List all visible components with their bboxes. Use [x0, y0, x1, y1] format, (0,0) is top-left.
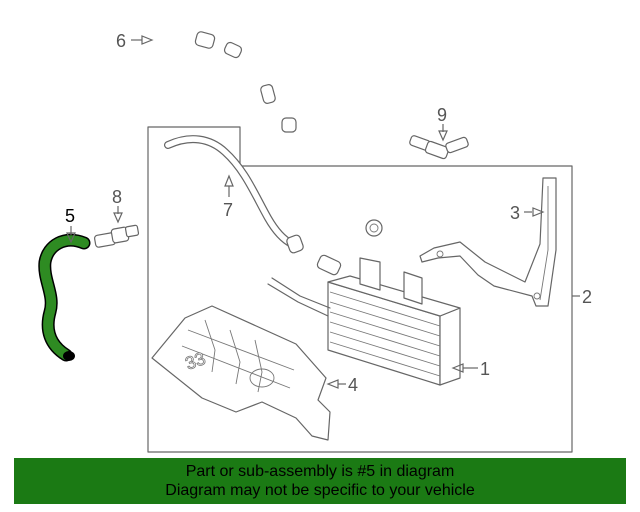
part-7-hose[interactable]	[164, 135, 304, 254]
callout-7[interactable]: 7	[223, 200, 233, 220]
part-4-shield[interactable]: 33	[151, 305, 331, 441]
assembly-frame	[147, 126, 573, 453]
part-1-oil-cooler[interactable]	[267, 254, 461, 386]
part-3-bracket[interactable]	[419, 177, 557, 307]
callout-3[interactable]: 3	[510, 203, 520, 223]
leader-lines	[66, 35, 580, 389]
parts-diagram: 33 1 2 3 4 5 6 7 8 9	[38, 30, 592, 453]
callout-9[interactable]: 9	[437, 105, 447, 125]
part-6-hose[interactable]	[151, 30, 402, 146]
nut-fastener[interactable]	[365, 219, 383, 237]
banner-line-1: Part or sub-assembly is #5 in diagram	[185, 463, 455, 480]
part-5-hose[interactable]	[38, 233, 91, 362]
part-9-fitting[interactable]	[409, 135, 469, 160]
callout-5[interactable]: 5	[65, 206, 75, 226]
callout-6[interactable]: 6	[116, 31, 126, 51]
callout-8[interactable]: 8	[112, 187, 122, 207]
banner-line-2: Diagram may not be specific to your vehi…	[165, 482, 475, 499]
info-banner: Part or sub-assembly is #5 in diagram Di…	[14, 458, 626, 504]
part-8-fitting[interactable]	[93, 224, 140, 248]
callout-1[interactable]: 1	[480, 359, 490, 379]
callout-2[interactable]: 2	[582, 287, 592, 307]
callout-4[interactable]: 4	[348, 375, 358, 395]
